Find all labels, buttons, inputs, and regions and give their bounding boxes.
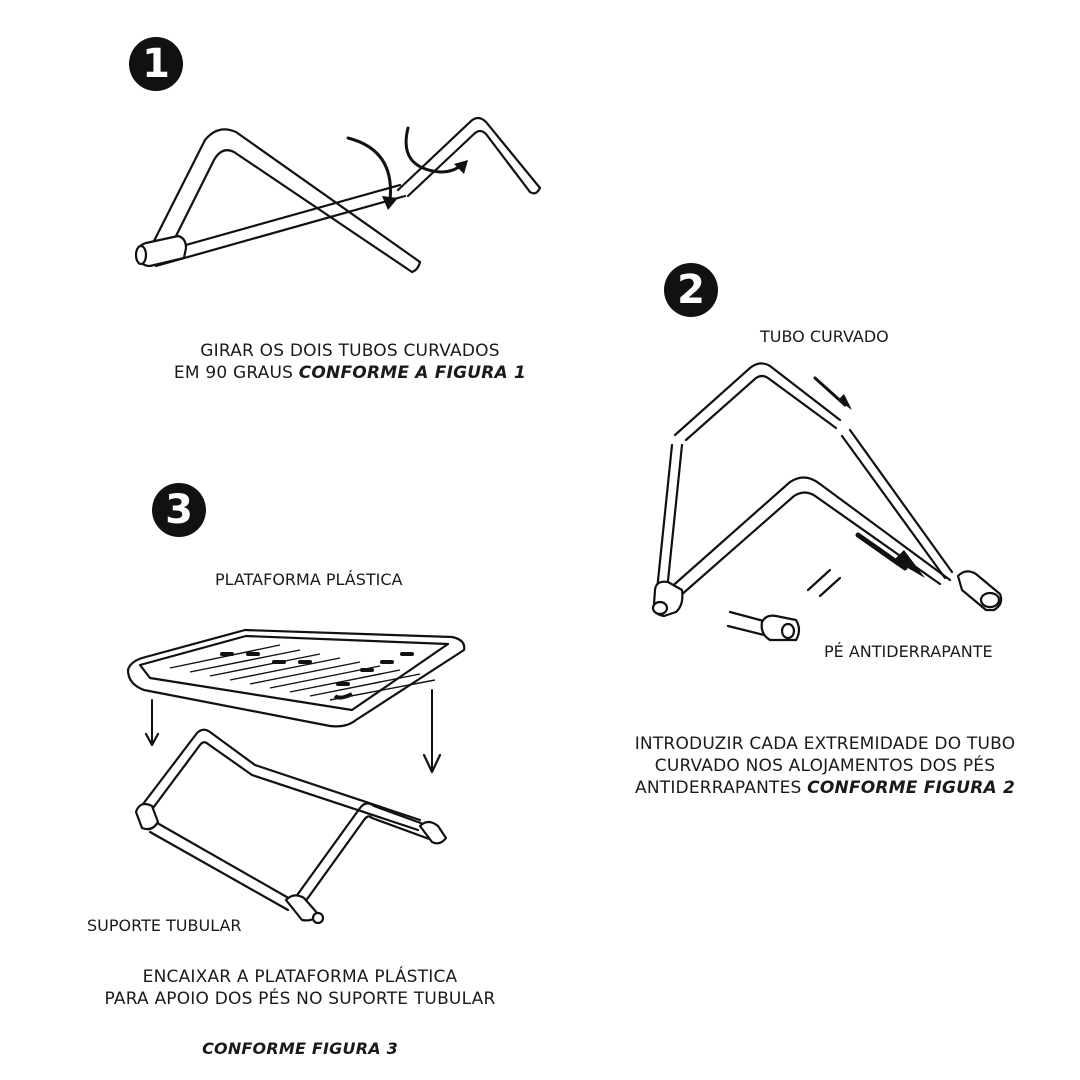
step-3-label-plastic-platform: PLATAFORMA PLÁSTICA (215, 570, 403, 589)
step-3-label-tubular-support: SUPORTE TUBULAR (87, 916, 242, 935)
step-1-caption-line1: GIRAR OS DOIS TUBOS CURVADOS (200, 341, 500, 361)
step-2-label-curved-tube: TUBO CURVADO (760, 327, 889, 346)
step-1-caption-emphasis: CONFORME A FIGURA 1 (298, 363, 527, 383)
step-2-caption-line1: INTRODUZIR CADA EXTREMIDADE DO TUBO (634, 734, 1016, 754)
step-2-caption-emphasis: CONFORME FIGURA 2 (807, 778, 1016, 798)
step-2-number: 2 (677, 267, 705, 313)
step-2-caption-line3-text: ANTIDERRAPANTES (634, 778, 808, 798)
step-1-caption: GIRAR OS DOIS TUBOS CURVADOS EM 90 GRAUS… (100, 340, 600, 384)
step-2-caption-line3: ANTIDERRAPANTES CONFORME FIGURA 2 (590, 777, 1060, 799)
step-1-badge: 1 (129, 37, 183, 91)
step-3-caption-line1: ENCAIXAR A PLATAFORMA PLÁSTICA (142, 967, 458, 987)
step-1-number: 1 (142, 41, 170, 87)
step-3-caption-line2: PARA APOIO DOS PÉS NO SUPORTE TUBULAR (104, 989, 496, 1009)
step-1-caption-line2-text: EM 90 GRAUS (173, 363, 299, 383)
step-2-badge: 2 (664, 263, 718, 317)
step-2-caption-line2: CURVADO NOS ALOJAMENTOS DOS PÉS (654, 756, 996, 776)
step-1-caption-line2: EM 90 GRAUS CONFORME A FIGURA 1 (100, 362, 600, 384)
step-3-caption: ENCAIXAR A PLATAFORMA PLÁSTICA PARA APOI… (70, 966, 530, 1010)
step-2-label-non-slip-foot: PÉ ANTIDERRAPANTE (824, 642, 993, 661)
step-2-caption: INTRODUZIR CADA EXTREMIDADE DO TUBO CURV… (590, 733, 1060, 799)
step-3-caption-emphasis: CONFORME FIGURA 3 (202, 1039, 398, 1058)
step-3-number: 3 (165, 487, 193, 533)
step-3-badge: 3 (152, 483, 206, 537)
